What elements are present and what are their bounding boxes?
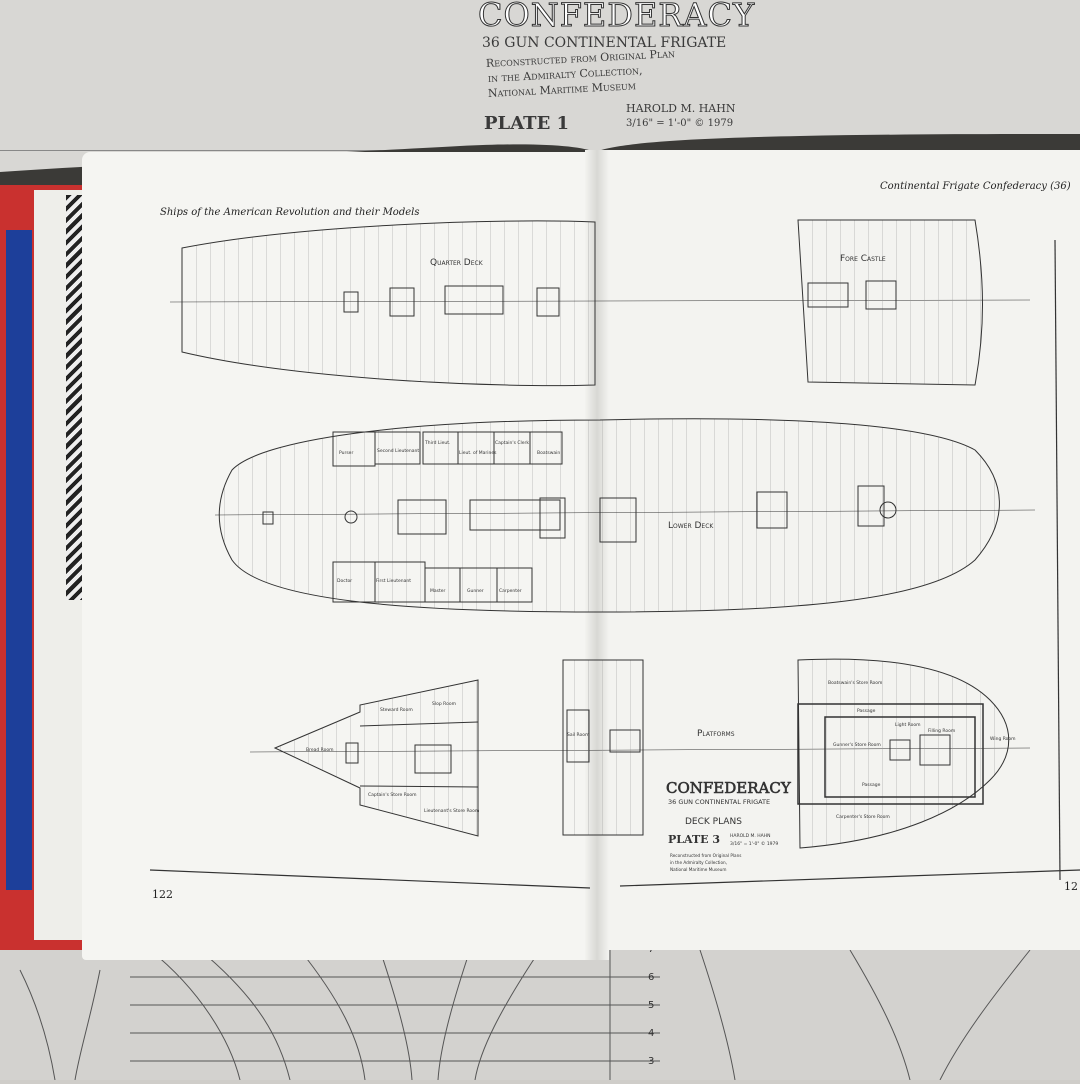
- poster-line: [0, 150, 470, 151]
- room-label: Gunner's Store Room: [833, 742, 881, 748]
- platforms-label: Platforms: [697, 729, 735, 739]
- room-label: Third Lieut.: [424, 440, 450, 446]
- room-label: Captain's Clerk: [495, 440, 529, 446]
- title-block-heading: DECK PLANS: [685, 817, 742, 827]
- title-block-plate: PLATE 3: [668, 833, 720, 846]
- plate-title-block: CONFEDERACY 36 GUN CONTINENTAL FRIGATE D…: [666, 779, 792, 872]
- quarter-deck-outline: [181, 220, 596, 387]
- hull-lines-drawing: 7 6 5 4 3: [19, 944, 1031, 1081]
- room-label: First Lieutenant: [376, 578, 411, 584]
- room-label: Lieutenant's Store Room: [424, 808, 479, 814]
- page-number-left: 122: [152, 888, 173, 901]
- mid-platform-outline: [562, 659, 644, 836]
- page-number-right: 12: [1064, 880, 1078, 893]
- room-label: Filling Room: [928, 728, 955, 734]
- title-block-subtitle: 36 GUN CONTINENTAL FRIGATE: [668, 798, 770, 806]
- poster-subtitle: 36 GUN CONTINENTAL FRIGATE: [482, 35, 727, 51]
- title-block-scale: 3/16" = 1'-0" © 1979: [730, 840, 778, 847]
- title-block-author: HAROLD M. HAHN: [730, 833, 771, 839]
- room-label: Steward Room: [380, 707, 413, 713]
- poster-title: CONFEDERACY: [477, 0, 756, 34]
- scale-number: 6: [648, 972, 654, 983]
- poster-scale: 3/16" = 1'-0" © 1979: [626, 118, 734, 129]
- room-label: Carpenter: [499, 588, 522, 594]
- room-label: Carpenter's Store Room: [836, 814, 890, 820]
- title-block-title: CONFEDERACY: [666, 779, 792, 797]
- title-block-note: in the Admiralty Collection,: [670, 860, 727, 865]
- room-label: Slop Room: [432, 701, 456, 707]
- fore-castle-label: Fore Castle: [840, 254, 886, 264]
- running-head-left: Ships of the American Revolution and the…: [160, 207, 420, 218]
- scale-number: 3: [648, 1056, 654, 1067]
- room-label: Boatswain: [537, 450, 560, 456]
- room-label: Light Room: [895, 722, 920, 728]
- room-label: Passage: [862, 782, 881, 788]
- room-label: Gunner: [467, 588, 484, 594]
- room-label: Purser: [339, 450, 353, 456]
- room-label: Passage: [857, 708, 876, 714]
- lower-deck-label: Lower Deck: [668, 521, 714, 531]
- room-label: Master: [430, 588, 446, 594]
- room-label: Sail Room: [567, 732, 589, 738]
- quarter-deck-label: Quarter Deck: [430, 258, 484, 268]
- aft-platform-outline: [273, 679, 479, 837]
- title-block-note: National Maritime Museum: [670, 867, 726, 872]
- fore-platform-outline: [797, 658, 1010, 849]
- room-label: Captain's Store Room: [368, 792, 417, 798]
- poster-plate: PLATE 1: [484, 113, 570, 134]
- room-label: Lieut. of Marines: [459, 450, 497, 456]
- room-label: Second Lieutenant: [377, 448, 419, 454]
- fore-castle-outline: [797, 219, 983, 386]
- room-label: Wing Room: [990, 736, 1016, 742]
- scale-number: 5: [648, 1000, 654, 1011]
- room-label: Boatswain's Store Room: [828, 680, 882, 686]
- title-block-note: Reconstructed from Original Plans: [670, 853, 741, 858]
- poster-author: HAROLD M. HAHN: [626, 102, 736, 115]
- room-label: Bread Room: [306, 747, 333, 753]
- scale-number: 4: [648, 1028, 654, 1039]
- lower-deck-outline: [218, 418, 1000, 613]
- stripe-illustration: [66, 195, 82, 600]
- running-head-right: Continental Frigate Confederacy (36): [880, 181, 1071, 192]
- book-cover-stripe: [6, 230, 32, 890]
- room-label: Doctor: [337, 578, 352, 584]
